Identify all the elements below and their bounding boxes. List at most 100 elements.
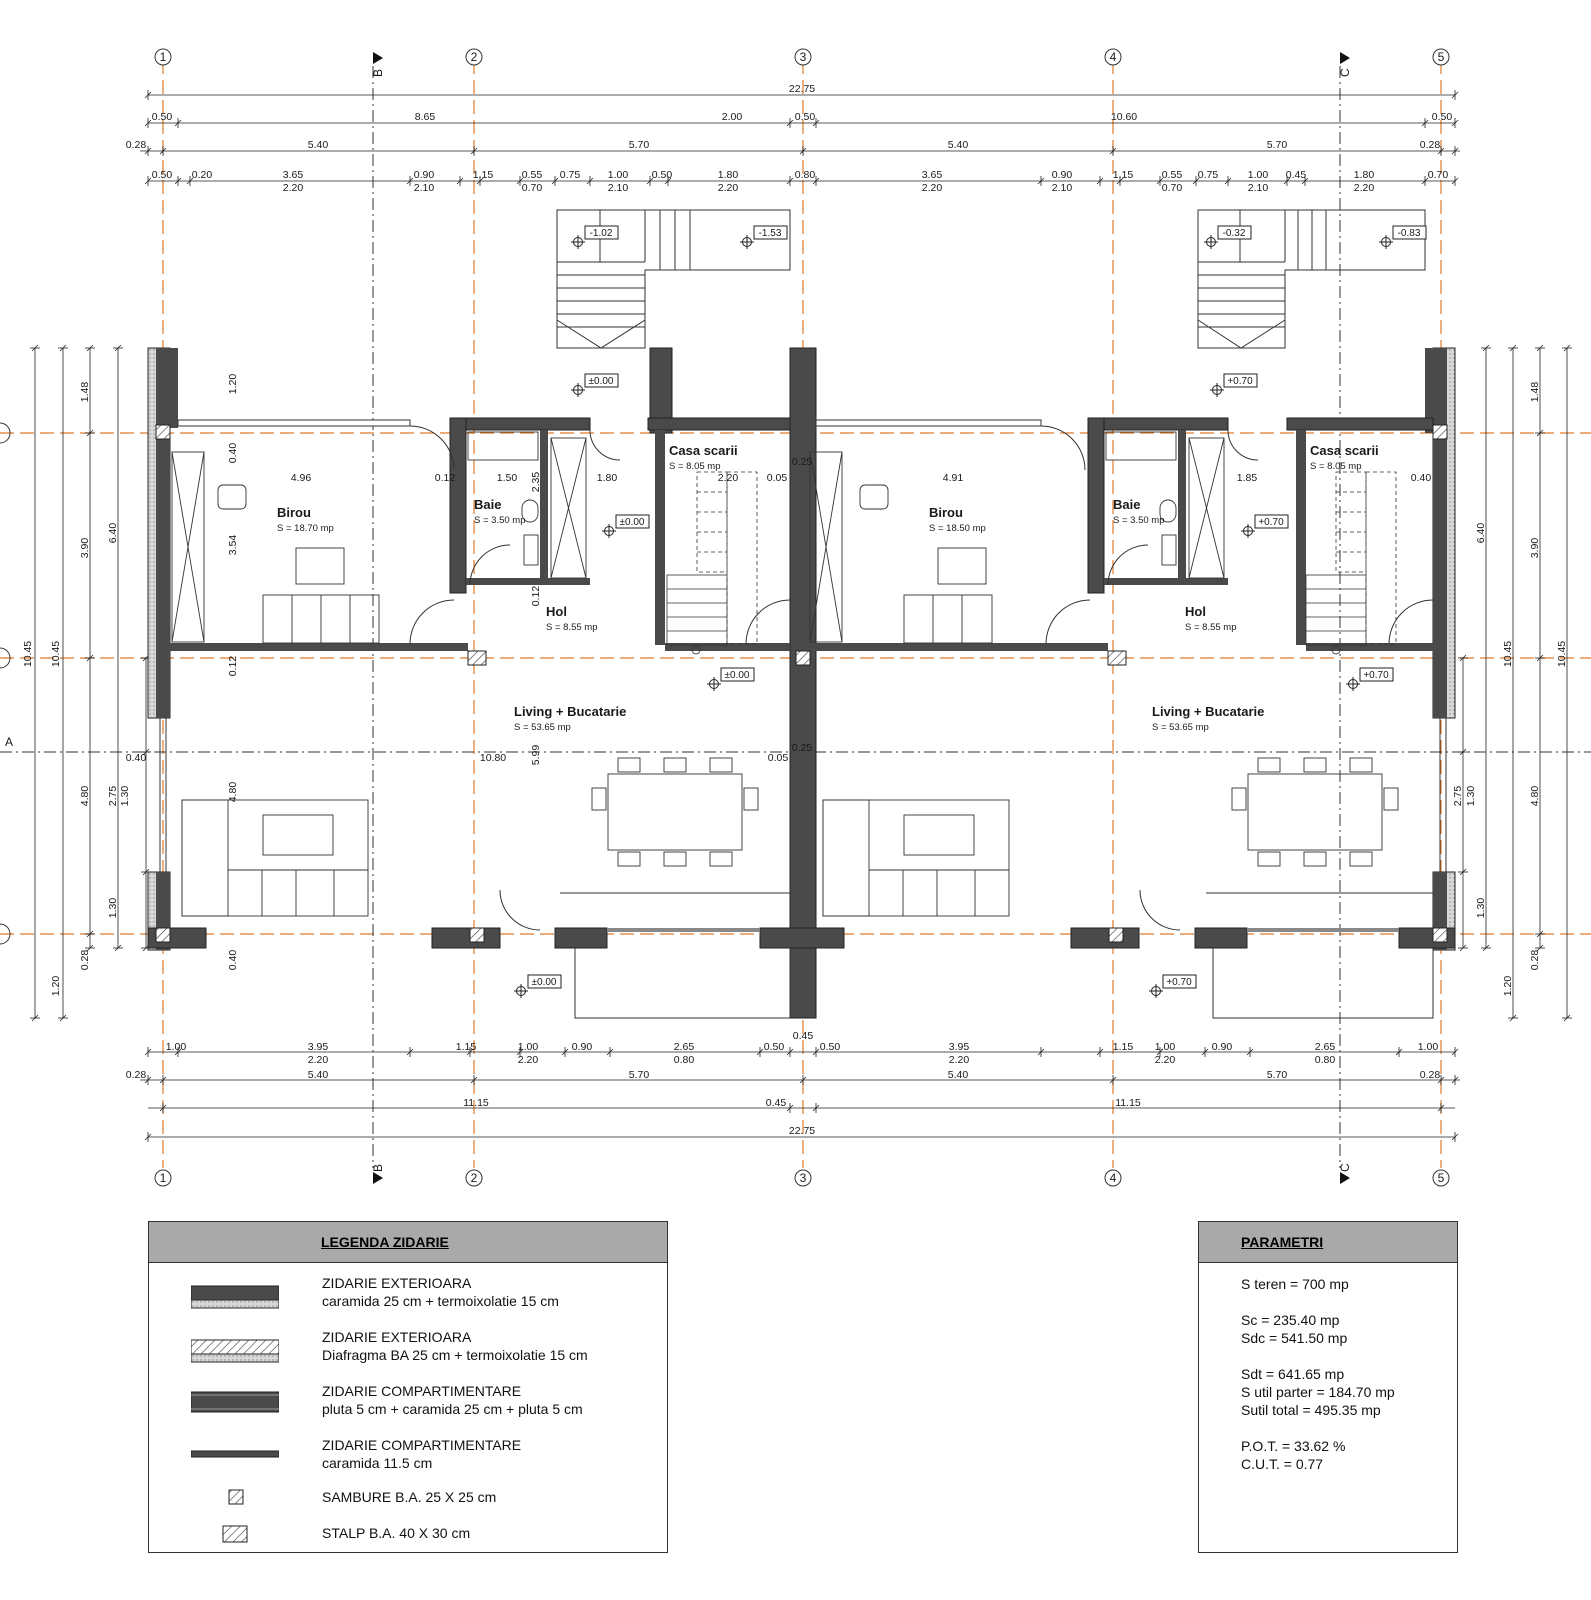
dim-label: 1.00: [608, 169, 629, 181]
dim-label: 3.95: [308, 1041, 329, 1053]
dim-tick: [1459, 654, 1467, 662]
room-name: Living + Bucatarie: [514, 704, 626, 719]
dim-tick: [59, 1014, 67, 1022]
axis-bubble-label: 1: [160, 1171, 167, 1185]
walls: [147, 347, 1456, 1019]
dim-label: 5.70: [629, 1069, 650, 1081]
dim-label: 5.70: [1267, 1069, 1288, 1081]
dim-label: 3.65: [283, 169, 304, 181]
dim-tick: [476, 177, 484, 185]
dim-label: 1.30: [107, 898, 119, 919]
dim-label: 5.70: [1267, 139, 1288, 151]
dim-label: 1.80: [1354, 169, 1375, 181]
dim-label: 2.20: [718, 182, 739, 194]
dim-label: 2.10: [1248, 182, 1269, 194]
dim-tick: [86, 944, 94, 952]
dim-label: 0.45: [1286, 169, 1307, 181]
inner-dim-label: 0.25: [792, 456, 813, 468]
dim-label: 0.90: [1052, 169, 1073, 181]
level-box: [1162, 974, 1197, 989]
level-value: +0.70: [1363, 670, 1389, 681]
dim-tick: [646, 177, 654, 185]
inner-dim-label: 5.99: [530, 745, 542, 766]
dim-tick: [144, 1048, 152, 1056]
dim-tick: [144, 119, 152, 127]
room-area: S = 8.55 mp: [546, 622, 598, 633]
dim-label: 0.70: [1428, 169, 1449, 181]
inner-dim-label: 0.25: [792, 742, 813, 754]
dim-tick: [799, 1076, 807, 1084]
room-name: Birou: [277, 505, 311, 520]
dim-tick: [1301, 177, 1309, 185]
legend-title: LEGENDA ZIDARIE: [149, 1222, 667, 1263]
inner-dim-label: 0.05: [767, 472, 788, 484]
dim-label: 1.20: [50, 976, 62, 997]
dim-label: 1.20: [1502, 976, 1514, 997]
axis-bubble-label: 4: [1110, 1171, 1117, 1185]
level-value: -1.02: [590, 228, 613, 239]
room-area: S = 3.50 mp: [474, 515, 526, 526]
axis-bubble: [154, 1169, 172, 1187]
dim-tick: [144, 177, 152, 185]
dim-label: 5.40: [948, 139, 969, 151]
parameters-title: PARAMETRI: [1199, 1222, 1457, 1263]
dim-tick: [159, 147, 167, 155]
inner-dim-label: 2.20: [718, 472, 739, 484]
inner-dim-label: 4.91: [943, 472, 964, 484]
dim-tick: [470, 1076, 478, 1084]
dim-label: 4.80: [79, 786, 91, 807]
dim-tick: [470, 147, 478, 155]
dim-tick: [1421, 177, 1429, 185]
dim-label: 5.70: [629, 139, 650, 151]
axis-bubble-label: 2: [471, 50, 478, 64]
dim-tick: [606, 1048, 614, 1056]
dim-tick: [1459, 868, 1467, 876]
inner-dim-label: 0.40: [126, 752, 147, 764]
dim-label: 1.30: [119, 786, 131, 807]
dim-label: 22.75: [789, 83, 815, 95]
dim-label: 0.50: [764, 1041, 785, 1053]
room-area: S = 8.05 mp: [669, 461, 721, 472]
dim-tick: [31, 344, 39, 352]
axis-bubble-label: 5: [1438, 50, 1445, 64]
parameters-panel: PARAMETRI S teren = 700 mp Sc = 235.40 m…: [1198, 1221, 1458, 1553]
dim-label: 0.50: [652, 169, 673, 181]
exterior-stairs: [556, 209, 1426, 349]
dim-label: 2.20: [1354, 182, 1375, 194]
level-box: [1223, 373, 1258, 388]
dim-tick: [406, 1048, 414, 1056]
dim-label: 3.95: [949, 1041, 970, 1053]
dim-tick: [786, 1048, 794, 1056]
dim-tick: [561, 1048, 569, 1056]
room-name: Living + Bucatarie: [1152, 704, 1264, 719]
legend-symbol-ext-brick: [191, 1285, 279, 1309]
dim-label: 1.00: [1248, 169, 1269, 181]
inner-dim-label: 10.80: [480, 752, 506, 764]
inner-dim-label: 4.96: [291, 472, 312, 484]
dim-tick: [406, 177, 414, 185]
dim-label: 0.75: [560, 169, 581, 181]
room-area: S = 53.65 mp: [514, 722, 571, 733]
level-box: [1254, 514, 1289, 529]
dim-label: 2.20: [1155, 1054, 1176, 1066]
dim-label: 0.70: [1162, 182, 1183, 194]
dim-tick: [1156, 1048, 1164, 1056]
legend-symbol-int-thin: [191, 1450, 279, 1458]
dim-label: 2.65: [674, 1041, 695, 1053]
dim-tick: [1451, 1076, 1459, 1084]
dim-tick: [786, 119, 794, 127]
legend-symbol-ext-concrete: [191, 1339, 279, 1363]
dim-label: 11.15: [463, 1097, 489, 1109]
dim-label: 2.10: [1052, 182, 1073, 194]
dim-tick: [1536, 930, 1544, 938]
dim-label: 0.45: [793, 1030, 814, 1042]
axis-bubble-label: 5: [1438, 1171, 1445, 1185]
section-arrow: [1340, 1172, 1350, 1184]
axis-bubble: [1104, 1169, 1122, 1187]
dim-tick: [142, 748, 150, 756]
dim-label: 3.90: [79, 538, 91, 559]
axis-bubble-label: 3: [800, 50, 807, 64]
